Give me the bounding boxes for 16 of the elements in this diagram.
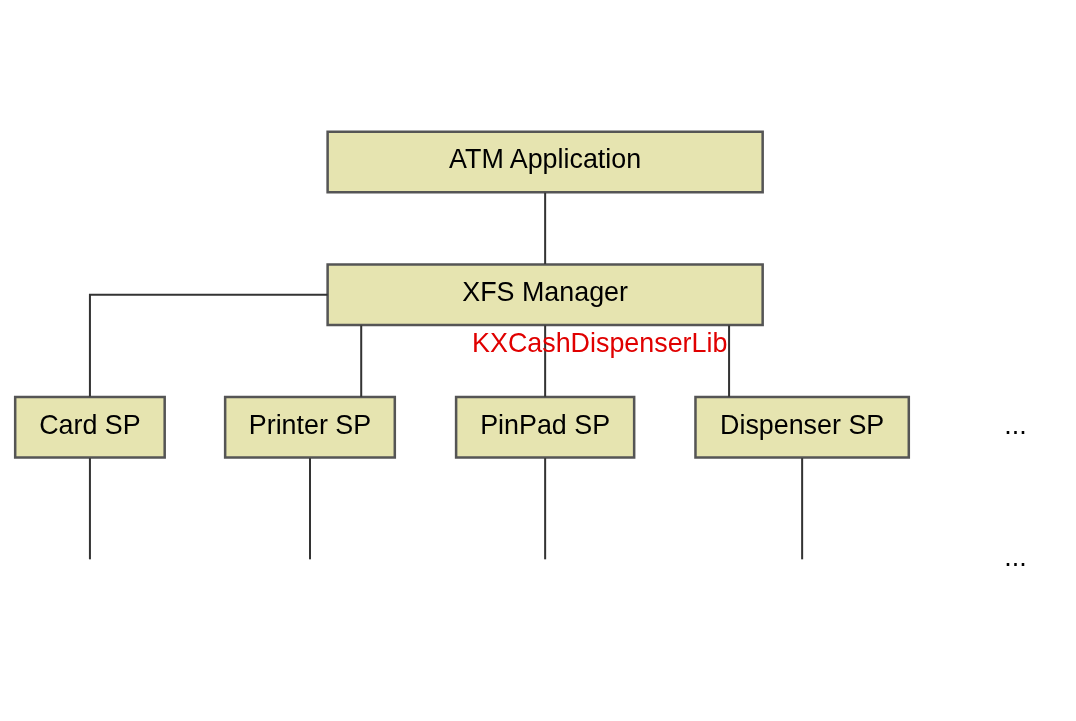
connector xyxy=(801,457,804,559)
label: ... xyxy=(1004,409,1027,440)
connector xyxy=(544,457,547,559)
node-box: Printer SP xyxy=(223,395,397,459)
connector xyxy=(544,192,547,264)
node-box: ATM Application xyxy=(326,129,764,193)
connector xyxy=(88,293,328,397)
node-box: PinPad SP xyxy=(454,395,636,459)
node-box: Card SP xyxy=(13,395,166,459)
connector xyxy=(88,457,91,559)
connector xyxy=(308,457,311,559)
node-box: XFS Manager xyxy=(326,262,764,326)
label: ... xyxy=(1004,541,1027,572)
connector xyxy=(360,324,363,397)
node-box: Dispenser SP xyxy=(694,395,911,459)
connector xyxy=(728,324,731,397)
